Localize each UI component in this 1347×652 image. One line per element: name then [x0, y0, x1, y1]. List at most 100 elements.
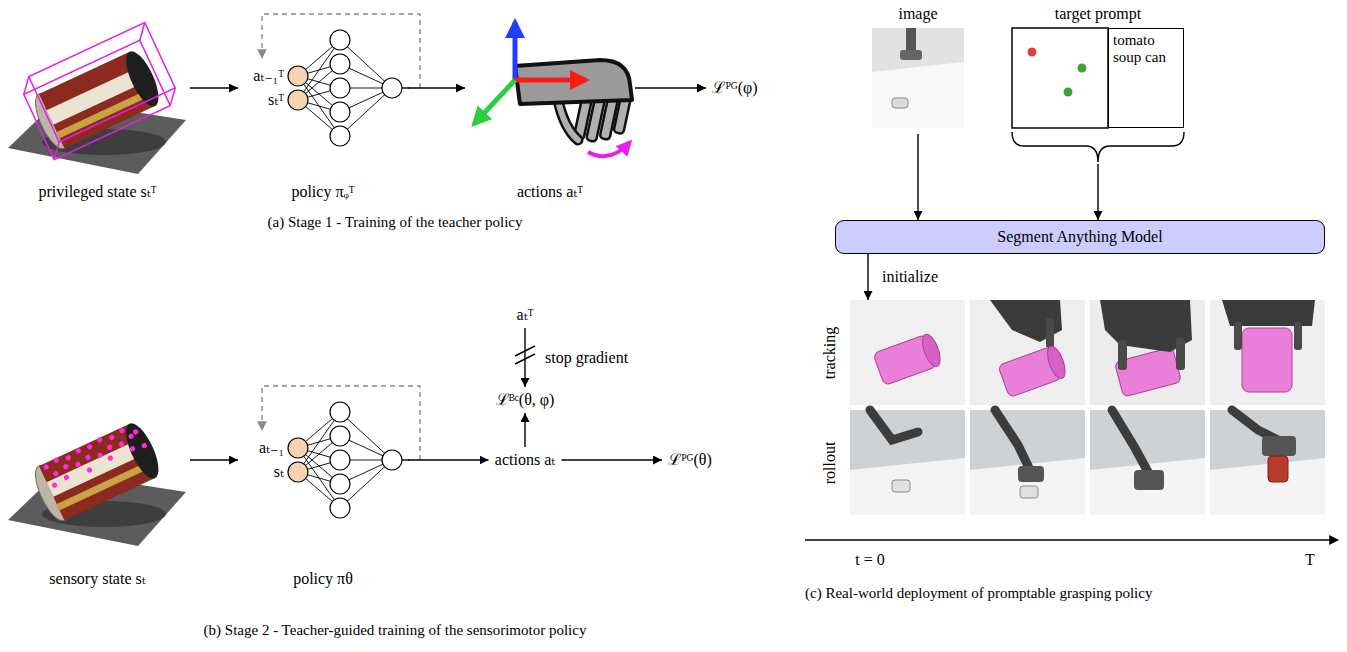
loss-term: ℒᴾᴳ(θ) — [662, 447, 718, 473]
robot-arm — [1232, 410, 1278, 440]
frame — [1090, 300, 1205, 405]
node-label: actions aₜ — [495, 450, 555, 469]
node-label: ℒᴾᴳ(θ) — [668, 450, 712, 469]
point — [132, 428, 139, 435]
node-label: tracking — [820, 326, 839, 378]
frame — [850, 410, 965, 515]
point — [97, 452, 104, 459]
lifted-can — [1268, 456, 1288, 482]
joint-rotation-arrow — [588, 142, 630, 156]
flow-arrow — [190, 459, 238, 460]
flow-arrow — [190, 87, 238, 88]
frame — [970, 300, 1085, 405]
state-illustration: privileged state sₜᵀ — [5, 8, 190, 203]
box-edge — [164, 88, 181, 106]
box-edge — [48, 142, 65, 160]
point — [43, 464, 50, 471]
can — [1020, 486, 1038, 498]
robot-hand — [1222, 300, 1315, 326]
box-edge — [18, 77, 35, 95]
policy-network: policy πθ — [238, 365, 408, 590]
node-label: policy πθ — [293, 569, 353, 588]
frame — [850, 300, 965, 405]
point — [53, 457, 60, 464]
feedback-loop — [262, 386, 420, 460]
table — [970, 458, 1085, 515]
frame — [970, 410, 1085, 515]
point — [85, 454, 92, 461]
can-mask-end — [919, 332, 944, 369]
finger — [1234, 322, 1242, 350]
robot-arm — [995, 410, 1030, 470]
robot-arm — [1112, 410, 1148, 472]
point — [52, 470, 59, 477]
edge-label: initialize — [880, 267, 940, 286]
time-label: T — [1305, 550, 1315, 569]
point — [118, 427, 125, 434]
node-label: tomato soup can — [1113, 32, 1179, 67]
teacher-action: aₜᵀ — [511, 302, 540, 328]
point — [75, 447, 82, 454]
photo-ground — [872, 28, 964, 128]
edge-label: stop gradient — [543, 348, 630, 367]
node-label: actions aₜᵀ — [517, 182, 583, 201]
tracked-can — [873, 332, 944, 385]
point — [106, 444, 113, 451]
camera-image: image — [868, 4, 968, 134]
point — [86, 443, 93, 450]
point — [96, 436, 103, 443]
bounding-box — [18, 23, 181, 160]
palm — [515, 60, 632, 104]
flow-arrow — [524, 413, 525, 447]
tracking-frames — [850, 300, 1325, 405]
flow-arrow — [408, 459, 489, 460]
network-graph — [288, 402, 409, 518]
can-mask-end — [1044, 344, 1069, 381]
node-label: privileged state sₜᵀ — [38, 182, 156, 201]
frame — [1210, 410, 1325, 515]
robot-hand — [474, 22, 632, 156]
loss-term: ℒᴾᴳ(φ) — [706, 75, 764, 101]
robot-hand — [900, 50, 922, 60]
connectors — [190, 88, 1098, 460]
loss-term: ℒᴮᶜ(θ, φ) — [490, 387, 561, 413]
point — [107, 455, 114, 462]
camera-photo — [872, 28, 964, 128]
panel-caption: (a) Stage 1 - Training of the teacher po… — [268, 213, 523, 231]
flow-arrow — [867, 254, 868, 300]
time-label: t = 0 — [855, 550, 884, 569]
point — [65, 454, 72, 461]
point — [63, 474, 70, 481]
prompt-group: target prompt tomato soup can — [1008, 4, 1188, 164]
flow-arrow — [917, 134, 918, 220]
frame — [1090, 410, 1205, 515]
text-prompt-box: tomato soup can — [1108, 28, 1184, 128]
feedback-loop — [262, 14, 420, 88]
input-symbol: sₜᵀ — [268, 90, 284, 109]
hand-actions: actions aₜᵀ — [465, 8, 635, 203]
finger — [1294, 322, 1302, 350]
node-label: policy πᵩᵀ — [291, 182, 354, 201]
robot-hand — [1134, 470, 1164, 490]
z-axis — [513, 22, 518, 80]
finger — [1176, 338, 1185, 370]
point — [108, 434, 115, 441]
positive-point — [1078, 64, 1087, 73]
table — [850, 458, 965, 515]
y-axis — [474, 80, 515, 124]
box-edge — [134, 23, 151, 41]
node-label: target prompt — [1055, 4, 1141, 23]
table — [872, 62, 964, 128]
node-label: Segment Anything Model — [997, 227, 1162, 246]
point — [62, 463, 69, 470]
tracked-can — [998, 344, 1069, 397]
can — [892, 98, 908, 108]
flow-arrow — [635, 87, 706, 88]
flow-arrow — [1097, 164, 1098, 220]
point — [86, 467, 93, 474]
thumb-outline — [558, 100, 578, 140]
